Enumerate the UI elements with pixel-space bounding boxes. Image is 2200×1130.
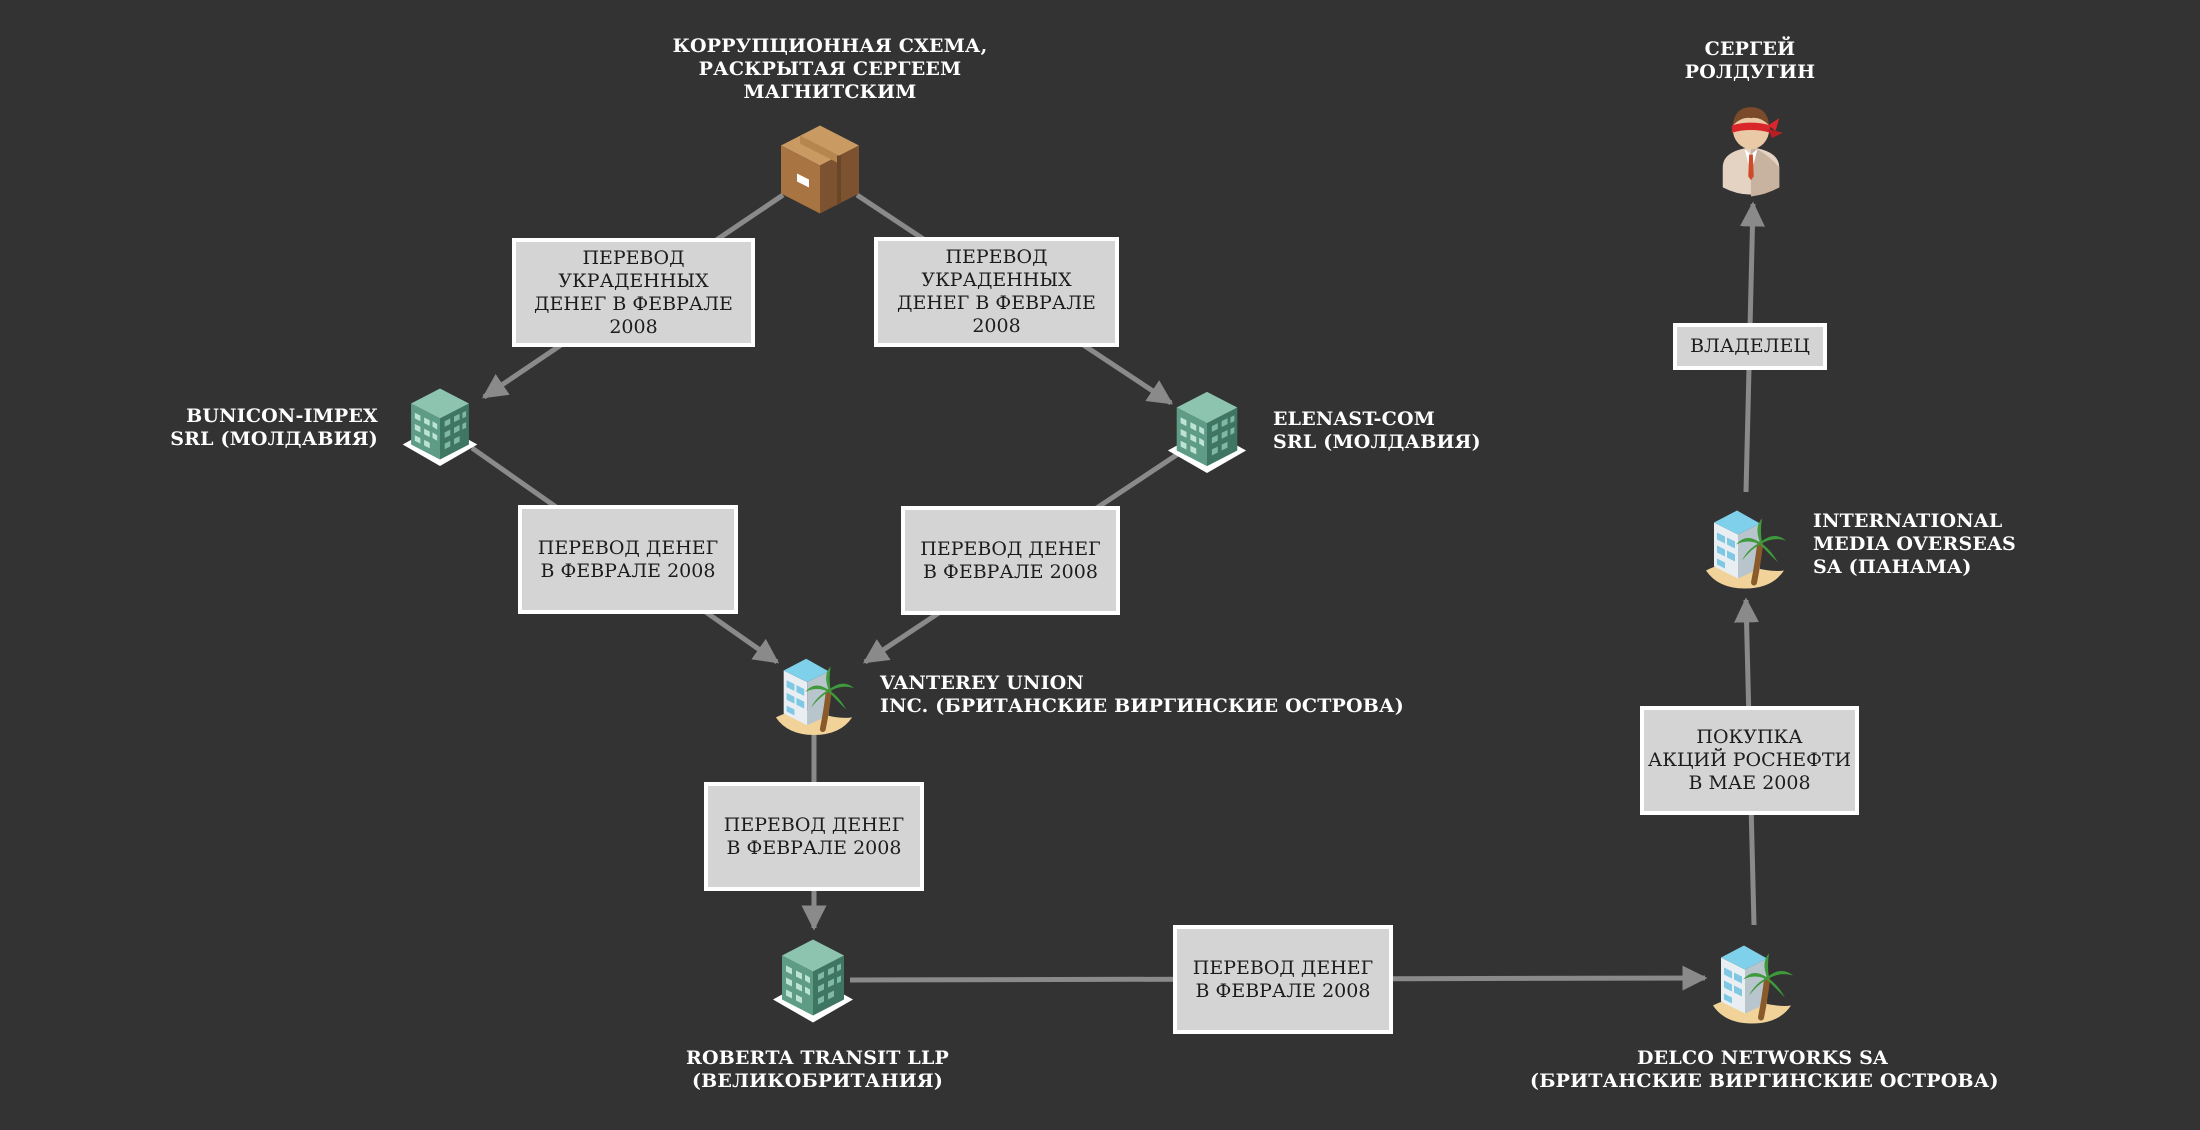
blindfolded-person-icon [1722,107,1783,197]
office-building-icon-elenast [1167,391,1247,473]
offshore-building-palm-icon-vanterey [776,659,854,735]
office-building-icon-roberta [773,939,853,1023]
node-label-delco: DELCO NETWORKS SA(БРИТАНСКИЕ ВИРГИНСКИЕ … [1530,1047,1999,1092]
cardboard-box-icon [781,126,859,214]
edge-box-owner: ВЛАДЕЛЕЦ [1673,323,1827,370]
offshore-building-palm-icon-imo [1706,511,1786,589]
node-label-roberta: ROBERTA TRANSIT LLP(ВЕЛИКОБРИТАНИЯ) [686,1047,949,1092]
office-building-icon-bunicon [402,388,478,466]
offshore-building-palm-icon-delco [1713,946,1793,1024]
